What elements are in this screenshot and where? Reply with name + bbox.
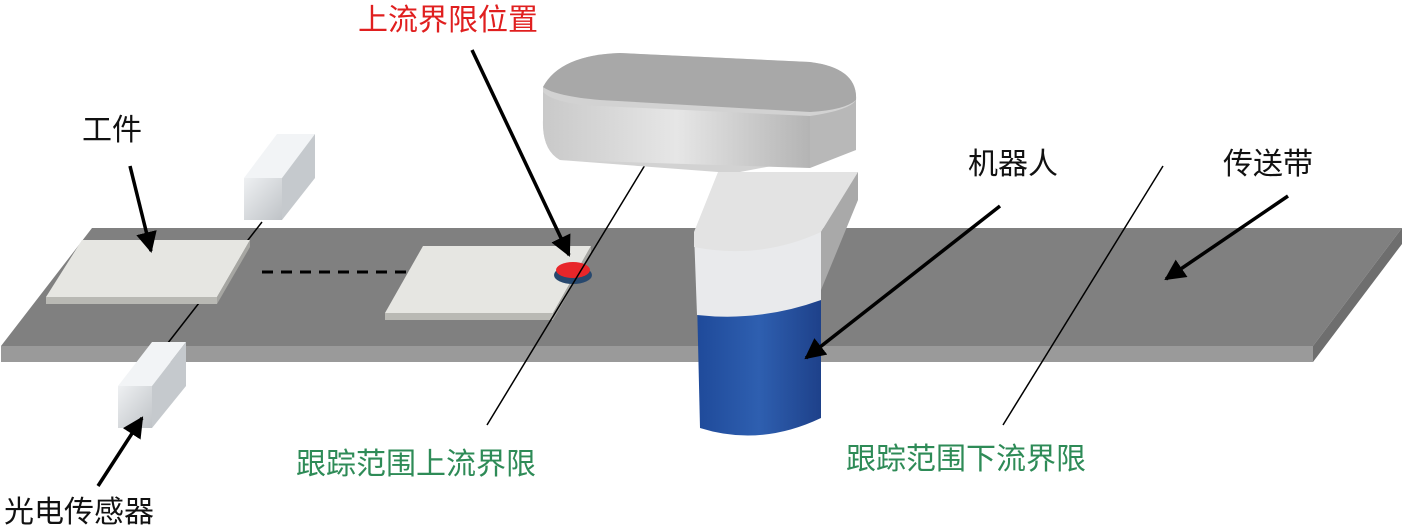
- workpiece-pointer-arrow: [128, 165, 157, 254]
- photo-sensor-pointer-arrow: [96, 416, 144, 487]
- photo-sensor-top: [244, 134, 315, 220]
- label-workpiece: 工件: [82, 113, 142, 148]
- robot-pointer-arrow: [804, 204, 1002, 360]
- conveyor-pointer-arrow: [1164, 194, 1289, 281]
- label-photo-sensor: 光电传感器: [4, 495, 154, 530]
- tracking-downstream-limit-line: [1002, 165, 1164, 426]
- tracking-upstream-limit-line: [486, 164, 646, 426]
- label-tracking-upstream-limit: 跟踪范围上流界限: [296, 447, 536, 482]
- label-conveyor: 传送带: [1223, 147, 1313, 182]
- upstream-limit-pointer-arrow: [470, 49, 571, 257]
- label-tracking-downstream-limit: 跟踪范围下流界限: [846, 442, 1086, 477]
- workpiece-1: [46, 240, 250, 304]
- label-robot: 机器人: [968, 147, 1058, 182]
- label-upstream-limit-position: 上流界限位置: [358, 3, 538, 38]
- robot: [542, 53, 858, 436]
- upstream-limit-marker: [554, 262, 592, 284]
